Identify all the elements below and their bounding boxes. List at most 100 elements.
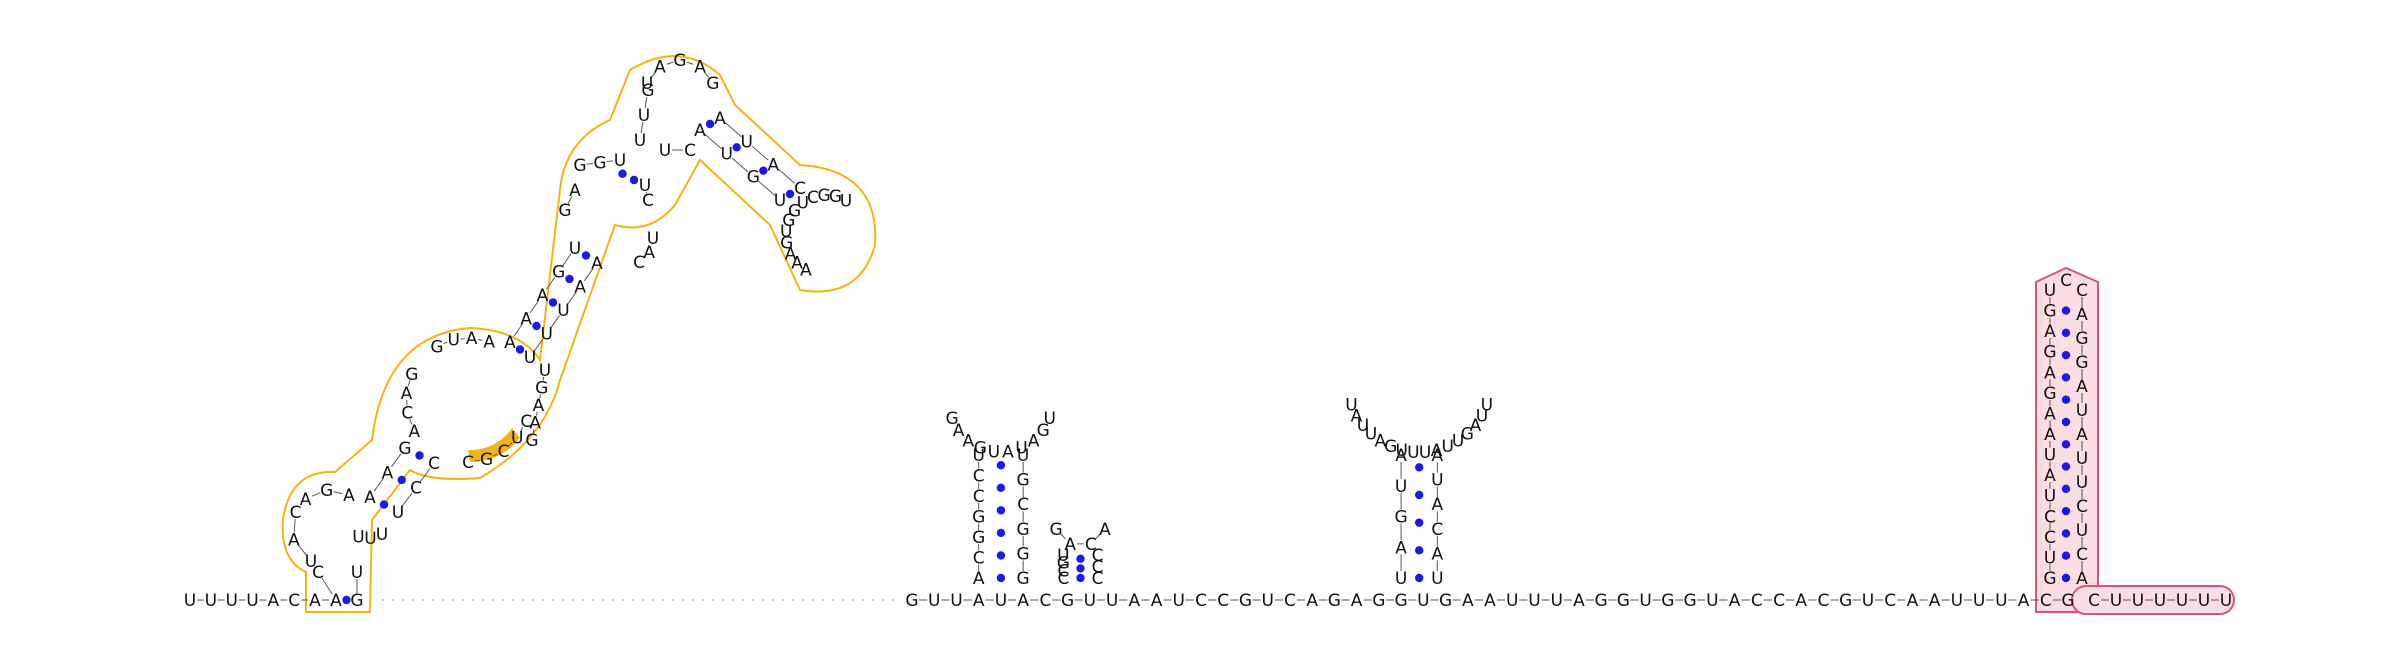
terminator-nucleotide: U xyxy=(2044,281,2056,301)
hairpin-a-nucleotide: A xyxy=(973,569,985,589)
hairpin-c-nucleotide: U xyxy=(1419,443,1431,463)
domain-nucleotide: C xyxy=(794,179,806,199)
domain-nucleotide: G xyxy=(350,591,363,611)
hairpin-c-nucleotide: G xyxy=(1384,437,1397,457)
terminator-nucleotide: G xyxy=(2043,343,2056,363)
domain-nucleotide: A xyxy=(504,333,516,353)
tail-5prime-nucleotide: U xyxy=(225,591,237,611)
domain-nucleotide: U xyxy=(539,361,551,381)
domain-nucleotide: G xyxy=(552,263,565,283)
domain-nucleotide: G xyxy=(593,154,606,174)
backbone-nucleotide: A xyxy=(2018,591,2030,611)
backbone-link xyxy=(532,429,535,434)
domain-nucleotide: G xyxy=(706,74,719,94)
backbone-link xyxy=(542,376,545,381)
domain-nucleotide: U xyxy=(780,222,792,242)
terminator-nucleotide: G xyxy=(2075,329,2088,349)
domain-nucleotide: A xyxy=(408,422,420,442)
tail-5prime-nucleotide: A xyxy=(268,591,280,611)
hairpin-a-nucleotide: G xyxy=(1017,569,1030,589)
backbone-link xyxy=(758,180,776,196)
tail-3prime-nucleotide: U xyxy=(2176,591,2188,611)
hairpin-c-nucleotide: U xyxy=(1357,416,1369,436)
tail-5prime-nucleotide: U xyxy=(205,591,217,611)
hairpin-c-nucleotide: U xyxy=(1407,443,1419,463)
backbone-link xyxy=(562,253,572,267)
domain-nucleotide: G xyxy=(405,365,418,385)
backbone-link xyxy=(583,268,594,282)
domain-nucleotide: A xyxy=(300,490,312,510)
base-pair-dot xyxy=(2061,573,2071,583)
base-pair-dot xyxy=(2061,350,2071,360)
domain-nucleotide: C xyxy=(312,563,324,583)
backbone-nucleotide: G xyxy=(1661,591,1674,611)
hairpin-c-nucleotide: A xyxy=(1375,432,1387,452)
hairpin-c-nucleotide: A xyxy=(1431,544,1443,564)
domain-nucleotide: U xyxy=(524,348,536,368)
backbone-link xyxy=(640,121,644,134)
backbone-nucleotide: C xyxy=(1751,591,1763,611)
backbone-nucleotide: G xyxy=(2061,591,2074,611)
base-pair-dot xyxy=(2061,462,2071,471)
hairpin-b-nucleotide: C xyxy=(1092,558,1104,578)
base-pair-dot xyxy=(1076,554,1085,564)
hairpin-a-nucleotide: A xyxy=(953,421,965,441)
domain-nucleotide: A xyxy=(574,278,586,298)
base-pair-dot xyxy=(732,143,741,152)
domain-nucleotide: G xyxy=(525,431,538,451)
hairpin-c-nucleotide: U xyxy=(1345,396,1357,416)
domain-nucleotide: A xyxy=(591,254,603,274)
hairpin-a-nucleotide: G xyxy=(974,439,987,459)
terminator-nucleotide: C xyxy=(2076,545,2088,565)
base-pair-dot xyxy=(2061,306,2071,315)
terminator-nucleotide: C xyxy=(2044,507,2056,527)
backbone-nucleotide: G xyxy=(1328,591,1341,611)
domain-nucleotide: A xyxy=(520,310,532,330)
domain-nucleotide: U xyxy=(569,239,581,259)
domain-nucleotide: C xyxy=(410,479,422,499)
backbone-link xyxy=(401,492,413,507)
hairpin-c-nucleotide: U xyxy=(1395,477,1407,497)
tail-5prime-nucleotide: U xyxy=(246,591,258,611)
hairpin-b-nucleotide: A xyxy=(1064,535,1076,555)
terminator-nucleotide: A xyxy=(2044,322,2056,342)
hairpin-c-nucleotide: A xyxy=(1431,441,1443,461)
base-pair-layer xyxy=(342,119,2071,605)
terminator-nucleotide: C xyxy=(2044,528,2056,548)
backbone-link xyxy=(474,459,480,462)
backbone-link xyxy=(778,168,796,184)
backbone-link xyxy=(373,477,384,492)
backbone-link xyxy=(650,71,657,78)
hairpin-c-nucleotide: U xyxy=(1476,406,1488,426)
domain-nucleotide: A xyxy=(533,396,545,416)
backbone-nucleotide: U xyxy=(1084,591,1096,611)
backbone-nucleotide: A xyxy=(1729,591,1741,611)
backbone-nucleotide: C xyxy=(1217,591,1229,611)
hairpin-a-nucleotide: U xyxy=(1015,439,1027,459)
hairpin-c-nucleotide: A xyxy=(1395,538,1407,558)
domain-nucleotide: C xyxy=(401,404,413,424)
backbone-nucleotide: C xyxy=(2040,591,2052,611)
domain-nucleotide: A xyxy=(800,261,812,281)
base-pair-dot xyxy=(2061,395,2071,404)
base-pair-dot xyxy=(705,119,715,129)
terminator-nucleotide: A xyxy=(2076,377,2088,397)
backbone-link xyxy=(666,61,674,65)
hairpin-c-nucleotide: G xyxy=(1394,508,1407,528)
backbone-nucleotide: G xyxy=(1061,591,1074,611)
hairpin-a-nucleotide: G xyxy=(1017,544,1030,564)
backbone-nucleotide: C xyxy=(1039,591,1051,611)
domain-nucleotide: A xyxy=(466,329,478,349)
backbone-link xyxy=(586,162,594,165)
hairpin-a-nucleotide: G xyxy=(1017,520,1030,540)
domain-nucleotide: A xyxy=(382,464,394,484)
base-pair-dot xyxy=(996,551,1006,560)
domain-nucleotide: U xyxy=(392,503,404,523)
backbone-link xyxy=(751,145,769,161)
domain-nucleotide: G xyxy=(430,337,443,357)
hairpin-a-nucleotide: A xyxy=(962,431,974,451)
backbone-link xyxy=(333,491,343,495)
hairpin-b-nucleotide: G xyxy=(1049,520,1062,540)
hairpin-c-nucleotide: A xyxy=(1431,495,1443,515)
